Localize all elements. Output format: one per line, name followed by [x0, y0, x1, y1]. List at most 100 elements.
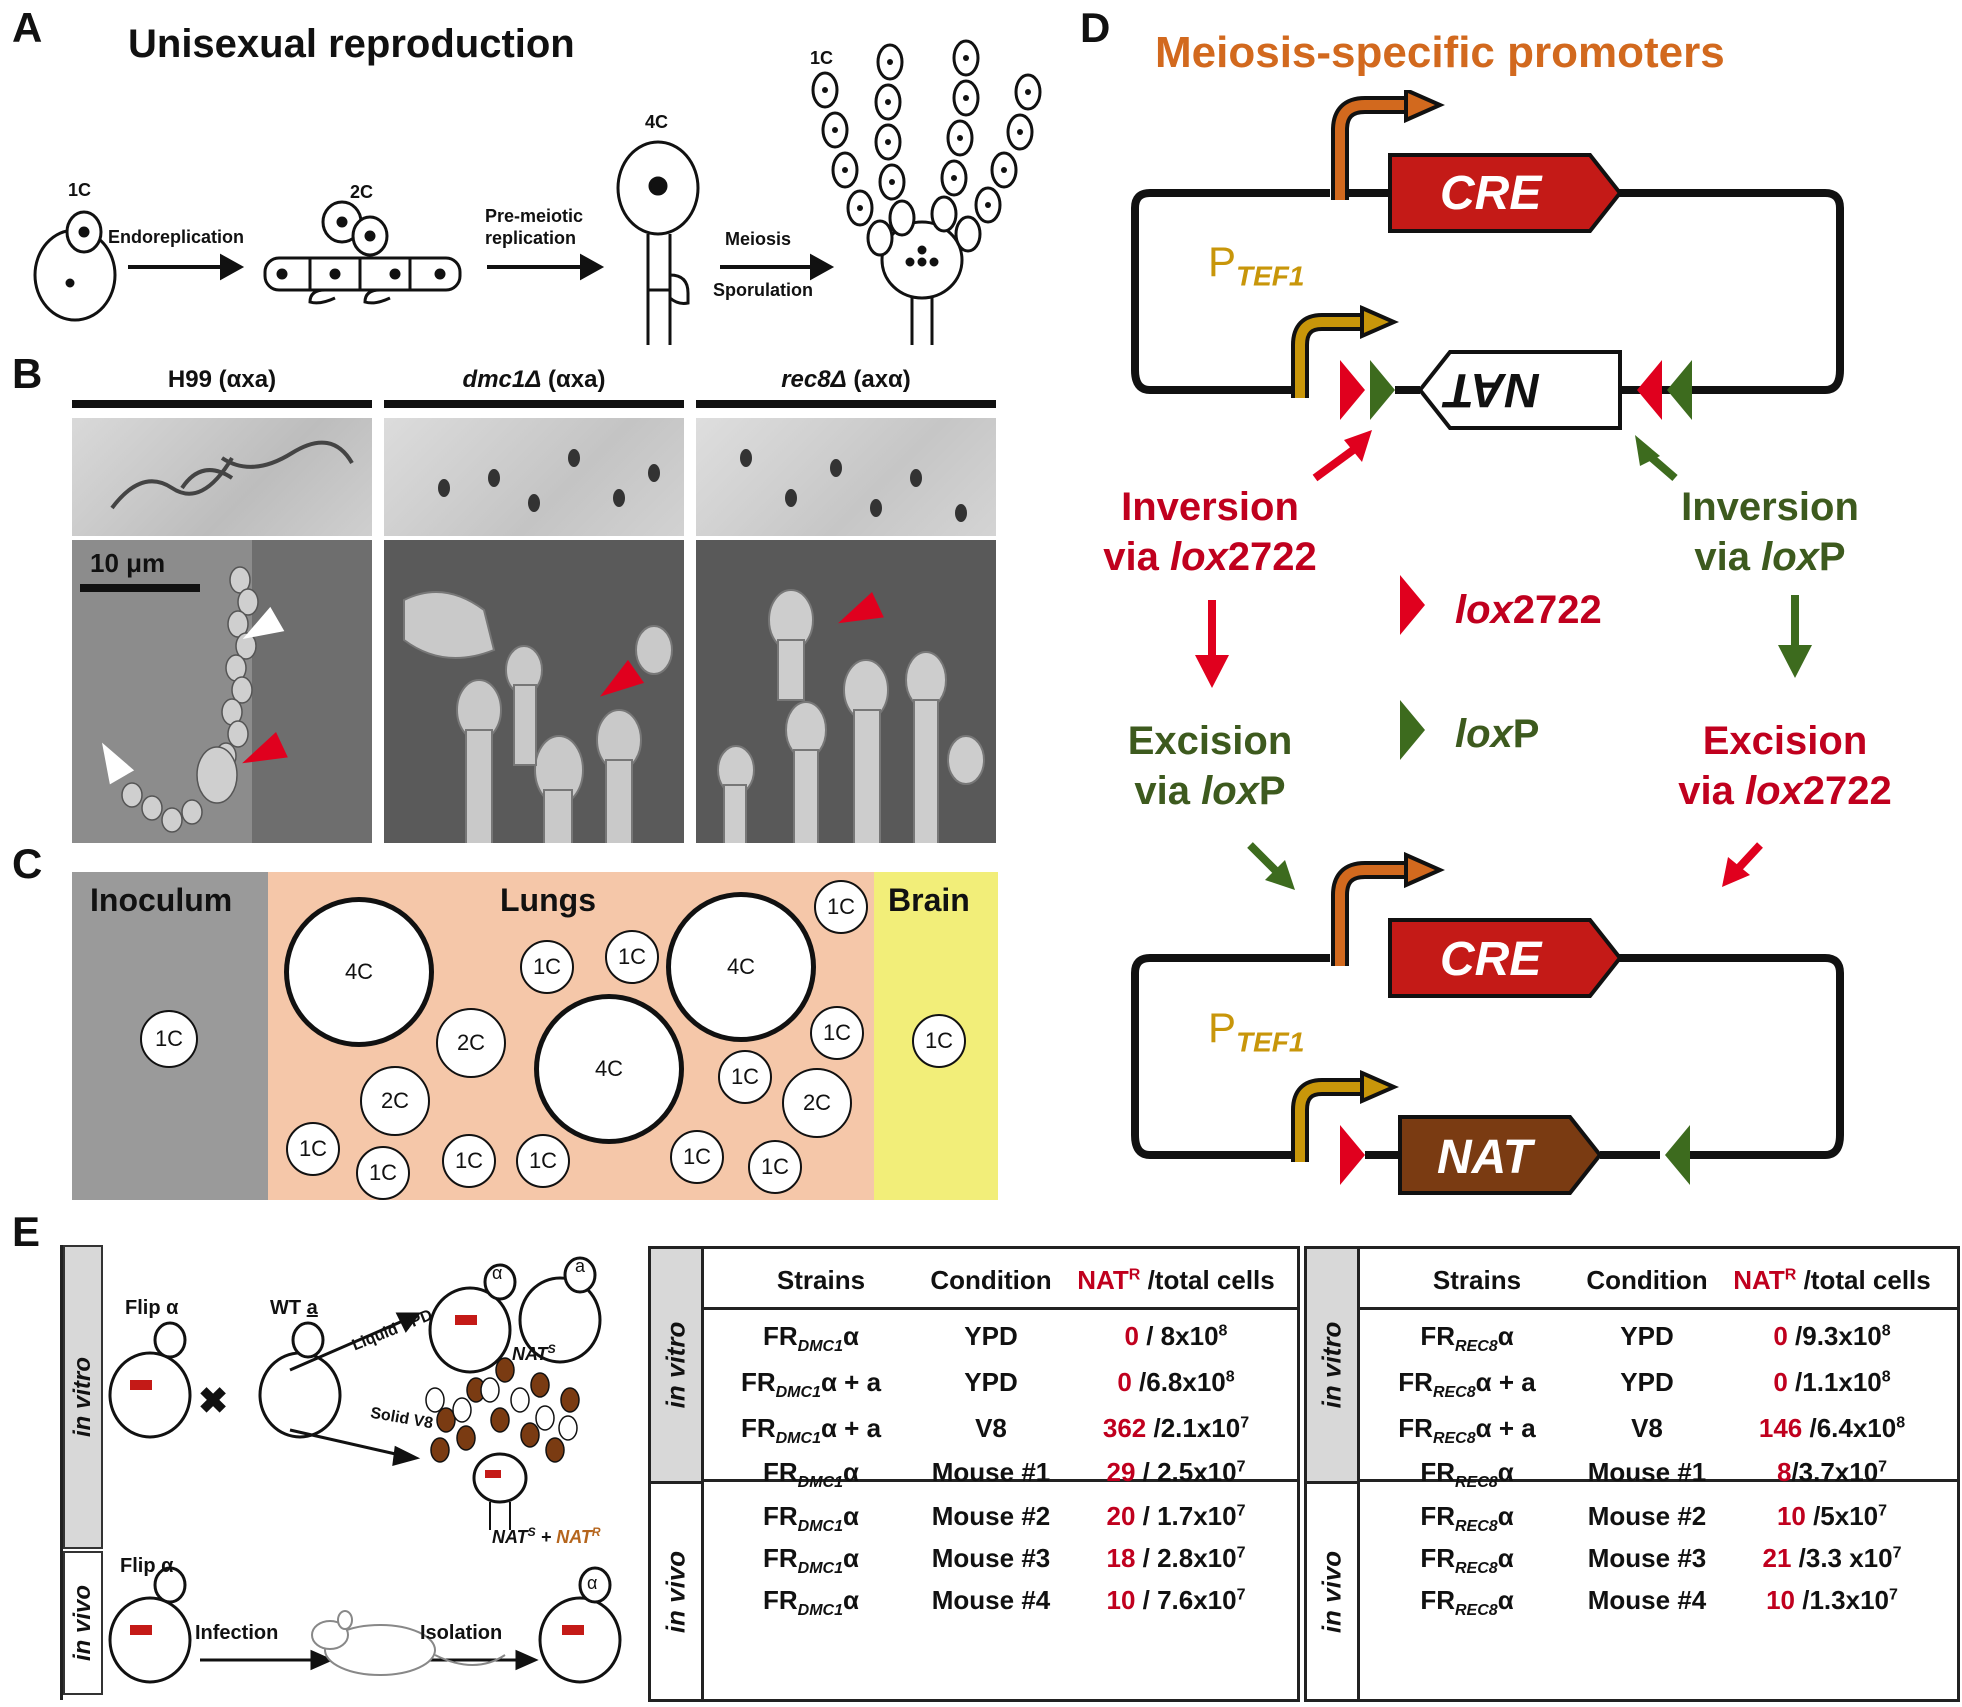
side-invivo: in vivo	[1307, 1484, 1357, 1699]
strain-suffix: α + a	[820, 1413, 882, 1443]
table-row-condition: Mouse #1	[931, 1457, 1051, 1487]
wt-word: WT	[270, 1297, 307, 1319]
table-rec8: in vitro in vivo Strains Condition NATR …	[1304, 1246, 1960, 1702]
panel-d-title: Meiosis-specific promoters	[1155, 28, 1725, 77]
total-cells: /2.1x10	[1146, 1413, 1241, 1443]
header-rule	[701, 1307, 1297, 1310]
natr-count: 0	[1117, 1367, 1132, 1397]
col-header-strains: Strains	[1432, 1265, 1522, 1295]
table-row-count: 10 / 7.6x107	[1051, 1585, 1301, 1616]
total-cells: / 1.7x10	[1135, 1501, 1237, 1531]
total-cells-exponent: 7	[1889, 1586, 1898, 1604]
cell-2c: 2C	[436, 1008, 506, 1078]
via-word: via	[1678, 769, 1745, 813]
via-word: via	[1103, 535, 1170, 579]
natr-count: 0	[1773, 1321, 1788, 1351]
strain-base: FR	[1398, 1413, 1433, 1443]
progeny-a: a	[575, 1256, 586, 1276]
table-row-strain: FRREC8α + a	[1367, 1413, 1567, 1448]
table-row-strain: FRREC8α	[1367, 1543, 1567, 1578]
natr-count: 21	[1762, 1543, 1792, 1573]
cell-1c: 1C	[140, 1010, 198, 1068]
promoter-subscript: TEF1	[1236, 1026, 1305, 1058]
wt-a-label: WT a	[270, 1297, 318, 1320]
strain-suffix: α	[843, 1543, 859, 1573]
invitro-side-label: in vitro	[69, 1356, 96, 1438]
table-row-condition: V8	[975, 1413, 1007, 1443]
table-row-count: 20 / 1.7x107	[1051, 1501, 1301, 1532]
strain-subscript: DMC1	[775, 1384, 821, 1402]
table-row-count: 29 / 2.5x107	[1051, 1457, 1301, 1488]
total-cells: /6.4x10	[1802, 1413, 1897, 1443]
inversion-word: Inversion	[1681, 485, 1859, 529]
lox-word: lox	[1455, 712, 1513, 756]
lox-word: lox	[1455, 588, 1513, 632]
via-word: via	[1694, 535, 1762, 579]
table-row-strain: FRDMC1α	[711, 1585, 911, 1620]
total-cells: / 8x10	[1139, 1321, 1219, 1351]
strain-base: FR	[763, 1321, 798, 1351]
col-h99-genotype: (αxa)	[218, 366, 277, 393]
legend-loxp: loxP	[1455, 712, 1539, 757]
table-row-condition: Mouse #2	[931, 1501, 1051, 1531]
lox-suffix: P	[1258, 769, 1286, 813]
strain-subscript: REC8	[1455, 1602, 1498, 1620]
sem-micrograph-rec8	[696, 540, 996, 843]
strain-suffix: α	[1497, 1543, 1514, 1573]
strain-subscript: REC8	[1455, 1474, 1498, 1492]
natr-count: 8	[1776, 1457, 1792, 1487]
table-row-count: 362 /2.1x107	[1051, 1413, 1301, 1444]
nat-s-sup: S	[527, 1525, 536, 1539]
header-rule	[1357, 1307, 1957, 1310]
table-row-strain: FRDMC1α	[711, 1321, 911, 1356]
via-lox-line: via loxP	[1650, 532, 1890, 582]
panel-c-label: C	[12, 840, 43, 887]
wt-a-mating: a	[306, 1297, 318, 1319]
panel-e-label: E	[12, 1208, 41, 1255]
cell-1c: 1C	[718, 1050, 772, 1104]
region-lungs-label: Lungs	[500, 882, 596, 918]
strain-base: FR	[1420, 1543, 1455, 1573]
strain-base: FR	[763, 1501, 798, 1531]
progeny-alpha: α	[492, 1263, 503, 1283]
total-cells-exponent: 7	[1892, 1544, 1902, 1562]
table-row-count: 0 / 8x108	[1051, 1321, 1301, 1352]
table-row-count: 18 / 2.8x107	[1051, 1543, 1301, 1574]
cell-2c: 2C	[360, 1066, 430, 1136]
cell-1c: 1C	[356, 1146, 410, 1200]
nat-r-sup: R	[591, 1525, 601, 1539]
unisexual-cycle-diagram	[33, 39, 1042, 345]
col-header-natr: NATR /total cells	[1707, 1265, 1957, 1296]
group-rule	[701, 1479, 1297, 1482]
table-row-condition: Mouse #3	[931, 1543, 1051, 1573]
promoter-p: P	[1208, 1004, 1237, 1051]
table-row-count: 21 /3.3 x107	[1707, 1543, 1957, 1574]
strain-suffix: α	[1497, 1501, 1514, 1531]
invitro-side-bar: in vitro	[63, 1245, 103, 1549]
lox-suffix: P	[1512, 712, 1540, 756]
total-cells-exponent: 7	[1878, 1502, 1888, 1520]
strain-subscript: REC8	[1455, 1560, 1498, 1578]
isolation-label: Isolation	[420, 1622, 503, 1644]
natr-count: 10	[1776, 1501, 1806, 1531]
table-row-strain: FRDMC1α + a	[711, 1413, 911, 1448]
nat-word: NAT	[1077, 1265, 1129, 1295]
nat-gene-label-inverted: NAT	[1445, 363, 1541, 416]
isolated-alpha: α	[587, 1573, 598, 1593]
natr-count: 29	[1106, 1457, 1136, 1487]
nat-gene-label-bottom: NAT	[1437, 1131, 1533, 1184]
col-rec8-genotype: (axα)	[853, 366, 911, 393]
table-row-count: 146 /6.4x108	[1707, 1413, 1957, 1444]
inversion-lox2722-label: Inversion via lox2722	[1080, 482, 1340, 582]
cre-lox-construct-diagram	[1131, 90, 1844, 1195]
side-invivo-label: in vivo	[1316, 1550, 1347, 1633]
ploidy-1c-start: 1C	[68, 180, 92, 200]
strain-suffix: α	[1497, 1457, 1514, 1487]
side-invivo-label: in vivo	[660, 1550, 691, 1633]
table-row-count: 10 /1.3x107	[1707, 1585, 1957, 1616]
panel-a-label: A	[12, 4, 43, 51]
side-invivo: in vivo	[651, 1484, 701, 1699]
legend-lox2722: lox2722	[1455, 588, 1602, 633]
strain-suffix: α	[1497, 1321, 1514, 1351]
col-header-condition: Condition	[930, 1265, 1052, 1295]
